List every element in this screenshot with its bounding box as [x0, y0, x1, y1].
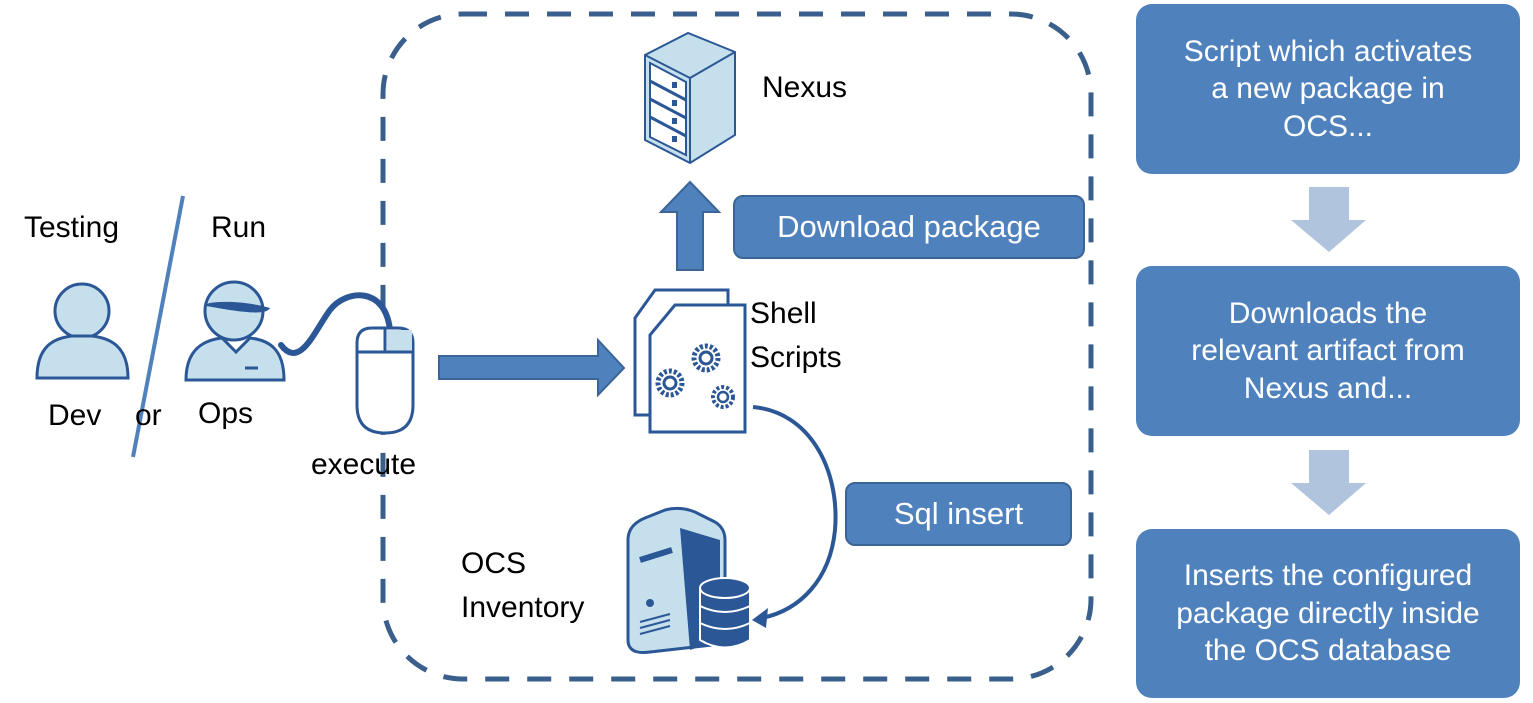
step-arrow-1 [1291, 187, 1366, 252]
scripts-label: Scripts [750, 341, 842, 374]
step-1-line-2: a new package in [1211, 72, 1445, 106]
shell-scripts-icon [633, 288, 747, 434]
step-3-line-1: Inserts the configured [1183, 559, 1473, 593]
execute-label: execute [311, 448, 417, 481]
ocs-label: OCS [461, 547, 527, 580]
mouse-icon[interactable] [355, 326, 415, 435]
or-label: or [135, 399, 162, 432]
step-1-line-3: OCS... [1282, 109, 1373, 143]
dev-label: Dev [48, 399, 102, 432]
ops-user-icon [184, 280, 286, 382]
mouse-cable [278, 292, 393, 356]
run-label: Run [211, 211, 267, 244]
download-package-button[interactable]: Download package [733, 195, 1085, 259]
step-2-line-1: Downloads the [1228, 296, 1428, 330]
nexus-label: Nexus [762, 71, 848, 104]
execute-arrow [438, 337, 626, 398]
ocs-database-icon [626, 506, 751, 654]
dev-user-icon [35, 282, 130, 380]
step-2-line-2: relevant artifact from [1191, 334, 1465, 368]
step-box-1: Script which activates a new package in … [1136, 4, 1520, 174]
sql-insert-arrowhead [752, 608, 768, 628]
step-2-line-3: Nexus and... [1243, 371, 1413, 405]
nexus-server-icon [644, 31, 736, 165]
step-1-line-1: Script which activates [1183, 34, 1473, 68]
inventory-label: Inventory [461, 591, 585, 624]
download-arrow [658, 180, 722, 271]
step-3-line-2: package directly inside [1176, 596, 1480, 630]
sql-insert-arrow [752, 405, 838, 620]
step-box-2: Downloads the relevant artifact from Nex… [1136, 266, 1520, 436]
testing-label: Testing [24, 211, 120, 244]
step-box-3: Inserts the configured package directly … [1136, 529, 1520, 698]
shell-label: Shell [750, 297, 817, 330]
divider-slash [131, 195, 185, 458]
ops-label: Ops [198, 397, 254, 430]
sql-insert-button[interactable]: Sql insert [845, 482, 1072, 546]
step-3-line-3: the OCS database [1204, 634, 1452, 668]
step-arrow-2 [1291, 450, 1366, 515]
